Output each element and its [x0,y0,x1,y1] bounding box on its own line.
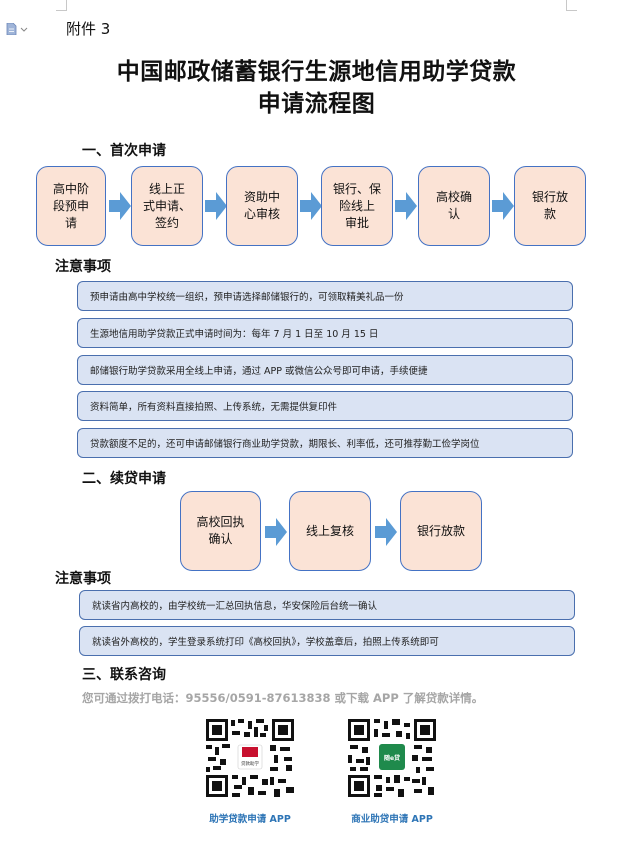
qr-label: 助学贷款申请 APP [209,814,291,825]
renewal-step-receipt-confirm: 高校回执 确认 [180,491,261,571]
page-corner-mark [56,0,67,11]
renewal-step-online-review: 线上复核 [289,491,371,571]
notes-heading: 注意事项 [55,571,111,587]
note-item: 贷款额度不足的，还可申请邮储银行商业助学贷款，期限长、利率低，还可推荐勤工俭学岗… [77,428,573,458]
flow-step-pre-application: 高中阶 段预申 请 [36,166,106,246]
flow-arrow-icon [492,192,514,220]
attachment-label: 附件 3 [66,20,111,38]
section-heading-first-application: 一、首次申请 [82,143,166,159]
flow-step-aid-center-review: 资助中 心审核 [226,166,298,246]
flow-step-loan-disbursement: 银行放 款 [514,166,586,246]
flow-step-bank-approval: 银行、保 险线上 审批 [321,166,393,246]
flow-arrow-icon [395,192,417,220]
note-item: 就读省外高校的，学生登录系统打印《高校回执》，学校盖章后，拍照上传系统即可 [79,626,575,656]
renewal-step-loan-disbursement: 银行放款 [400,491,482,571]
flow-arrow-icon [205,192,227,220]
document-icon[interactable] [6,23,30,35]
flow-arrow-icon [265,518,287,546]
flow-arrow-icon [300,192,322,220]
page-subtitle: 申请流程图 [257,91,376,117]
qr-label: 商业助贷申请 APP [351,814,433,825]
flow-step-university-confirm: 高校确 认 [418,166,490,246]
contact-info: 您可通过拨打电话：95556/0591-87613838 或下载 APP 了解贷… [82,691,484,705]
note-item: 邮储银行助学贷款采用全线上申请，通过 APP 或微信公众号即可申请，手续便捷 [77,355,573,385]
qr-code-icon[interactable]: 贷款助学 [204,717,296,799]
note-item: 就读省内高校的，由学校统一汇总回执信息，华安保险后台统一确认 [79,590,575,620]
note-item: 预申请由高中学校统一组织，预申请选择邮储银行的，可领取精美礼品一份 [77,281,573,311]
flow-step-online-application: 线上正 式申请、 签约 [131,166,203,246]
flow-arrow-icon [375,518,397,546]
notes-heading: 注意事项 [55,259,111,275]
section-heading-contact: 三、联系咨询 [82,667,166,683]
qr-code-icon[interactable]: 随e贷 [346,717,438,799]
qr-badge: 贷款助学 [241,760,259,767]
note-item: 生源地信用助学贷款正式申请时间为：每年 7 月 1 日至 10 月 15 日 [77,318,573,348]
section-heading-renewal: 二、续贷申请 [82,471,166,487]
page-corner-mark [566,0,577,11]
flow-arrow-icon [109,192,131,220]
page-title: 中国邮政储蓄银行生源地信用助学贷款 [116,59,517,85]
note-item: 资料简单，所有资料直接拍照、上传系统，无需提供复印件 [77,391,573,421]
qr-badge: 随e贷 [384,754,400,762]
